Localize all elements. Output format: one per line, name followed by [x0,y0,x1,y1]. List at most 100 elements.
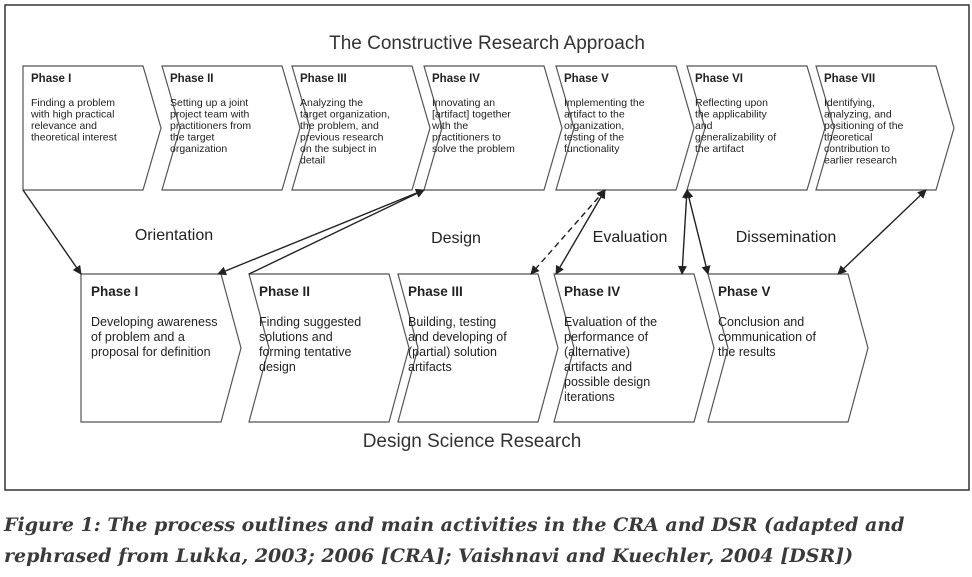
cra-phase-2-text-line: the target [170,132,214,144]
cra-phase-5-text-line: artifact to the [564,109,625,121]
cra-phase-1-text-line: relevance and [31,120,97,132]
dsr-phase-3-text-line: artifacts [408,360,452,374]
dsr-title: Design Science Research [363,431,582,452]
dsr-phase-4-text-line: performance of [564,330,649,344]
stage-label-orientation: Orientation [135,227,213,244]
cra-phase-6-chevron [686,65,826,191]
cra-phase-5-text-line: testing of the [564,132,624,144]
dsr-phase-5-text-line: the results [718,345,776,359]
arrow-cra7-dsr5 [837,189,927,275]
cra-phase-2-text-line: project team with [170,109,250,121]
dsr-phase-5-text-line: communication of [718,330,816,344]
cra-phase-4-text-line: [artifact] together [432,109,511,121]
cra-phase-1-title: Phase I [31,73,71,85]
cra-phase-2-text-line: practitioners from [170,120,251,132]
dsr-phase-3-text-line: and developing of [408,330,507,344]
cra-phase-7-chevron [815,65,955,191]
arrow-cra5-dsr4 [555,189,606,275]
cra-phase-5-text-line: functionality [564,143,620,155]
connector-arrows [22,188,927,276]
stage-label-evaluation: Evaluation [593,229,668,246]
dsr-phase-4-text-line: possible design [564,375,650,389]
dsr-phase-4-text-line: Evaluation of the [564,315,657,329]
cra-phase-4-title: Phase IV [432,73,480,85]
dsr-phase-2-text-line: design [259,360,296,374]
dsr-phase-2-text-line: forming tentative [259,345,351,359]
cra-phase-7-text-line: analyzing, and [824,109,892,121]
cra-phase-3-text-line: previous research [300,132,384,144]
arrow-cra1-dsr1 [22,189,82,275]
dsr-phase-4-title: Phase IV [564,284,620,299]
dsr-phase-4-text-line: iterations [564,390,615,404]
cra-phase-4-text-line: solve the problem [432,143,515,155]
cra-phase-5-title: Phase V [564,73,609,85]
dsr-phase-2-text-line: solutions and [259,330,333,344]
dsr-phase-5-text-line: Conclusion and [718,315,804,329]
cra-phase-1-text-line: theoretical interest [31,132,117,144]
cra-phase-5-text-line: Implementing the [564,97,645,109]
cra-phase-6-text-line: and [695,120,713,132]
cra-phase-6-text-line: generalizability of [695,132,776,144]
dsr-phase-1-chevron [80,273,242,423]
cra-phase-6-text-line: Reflecting upon [695,97,768,109]
arrow-cra6-dsr5 [684,189,711,275]
diagram-frame: The Constructive Research Approach Phase… [4,4,970,491]
cra-phase-1-chevron [22,65,162,191]
cra-phase-7-text-line: theoretical [824,132,872,144]
cra-title: The Constructive Research Approach [329,33,645,54]
cra-phase-6-title: Phase VI [695,73,743,85]
dsr-phase-3-title: Phase III [408,284,463,299]
dsr-phase-3-text-line: (partial) solution [408,345,497,359]
dsr-phase-5-title: Phase V [718,284,771,299]
cra-phase-4-text-line: with the [431,120,468,132]
cra-phase-5-chevron [555,65,695,191]
cra-phase-4-text-line: practitioners to [432,132,501,144]
dsr-phase-3-text-line: Building, testing [408,315,496,329]
figure-caption: Figure 1: The process outlines and main … [4,514,905,567]
dsr-phase-2-title: Phase II [259,284,310,299]
cra-phase-row: Phase I Finding a problem with high pract… [22,65,955,191]
arrow-cra4-dsr1 [217,188,425,276]
cra-phase-7-title: Phase VII [824,73,875,85]
cra-phase-6-text-line: the applicability [695,109,768,121]
dsr-phase-4-text-line: (alternative) [564,345,630,359]
cra-phase-4: Phase IV Innovating an[artifact] together… [423,65,563,191]
cra-phase-6-text-line: the artifact [695,143,744,155]
cra-phase-7-text-line: Identifying, [824,97,875,109]
arrow-cra4-dsr2 [248,189,425,275]
cra-phase-5-text-line: organization, [564,120,624,132]
cra-phase-2-title: Phase II [170,73,213,85]
cra-phase-3-text-line: Analyzing the [300,97,363,109]
cra-phase-7-text-line: positioning of the [824,120,904,132]
cra-phase-4-text-line: Innovating an [432,97,495,109]
dsr-phase-1-text-line: of problem and a [91,330,185,344]
cra-phase-1-text-line: with high practical [30,109,114,121]
dsr-phase-1-title: Phase I [91,284,138,299]
cra-phase-1: Phase I Finding a problem with high pract… [22,65,162,191]
stage-label-design: Design [431,230,481,247]
dsr-phase-4-text-line: artifacts and [564,360,632,374]
cra-phase-7-text-line: earlier research [824,155,897,167]
cra-phase-2-text-line: organization [170,143,227,155]
cra-phase-3-title: Phase III [300,73,347,85]
cra-phase-3-text-line: detail [300,155,325,167]
dsr-phase-2-text-line: Finding suggested [259,315,361,329]
dsr-phase-1-text-line: proposal for definition [91,345,211,359]
cra-phase-1-text-line: Finding a problem [31,97,115,109]
cra-phase-2-text-line: Setting up a joint [170,97,248,109]
cra-phase-7-text-line: contribution to [824,143,890,155]
stage-label-dissemination: Dissemination [736,229,836,246]
cra-phase-3-text-line: the problem, and [300,120,379,132]
cra-phase-3-text-line: target organization, [300,109,390,121]
cra-phase-7: Phase VII Identifying,analyzing, andposit… [815,65,955,191]
